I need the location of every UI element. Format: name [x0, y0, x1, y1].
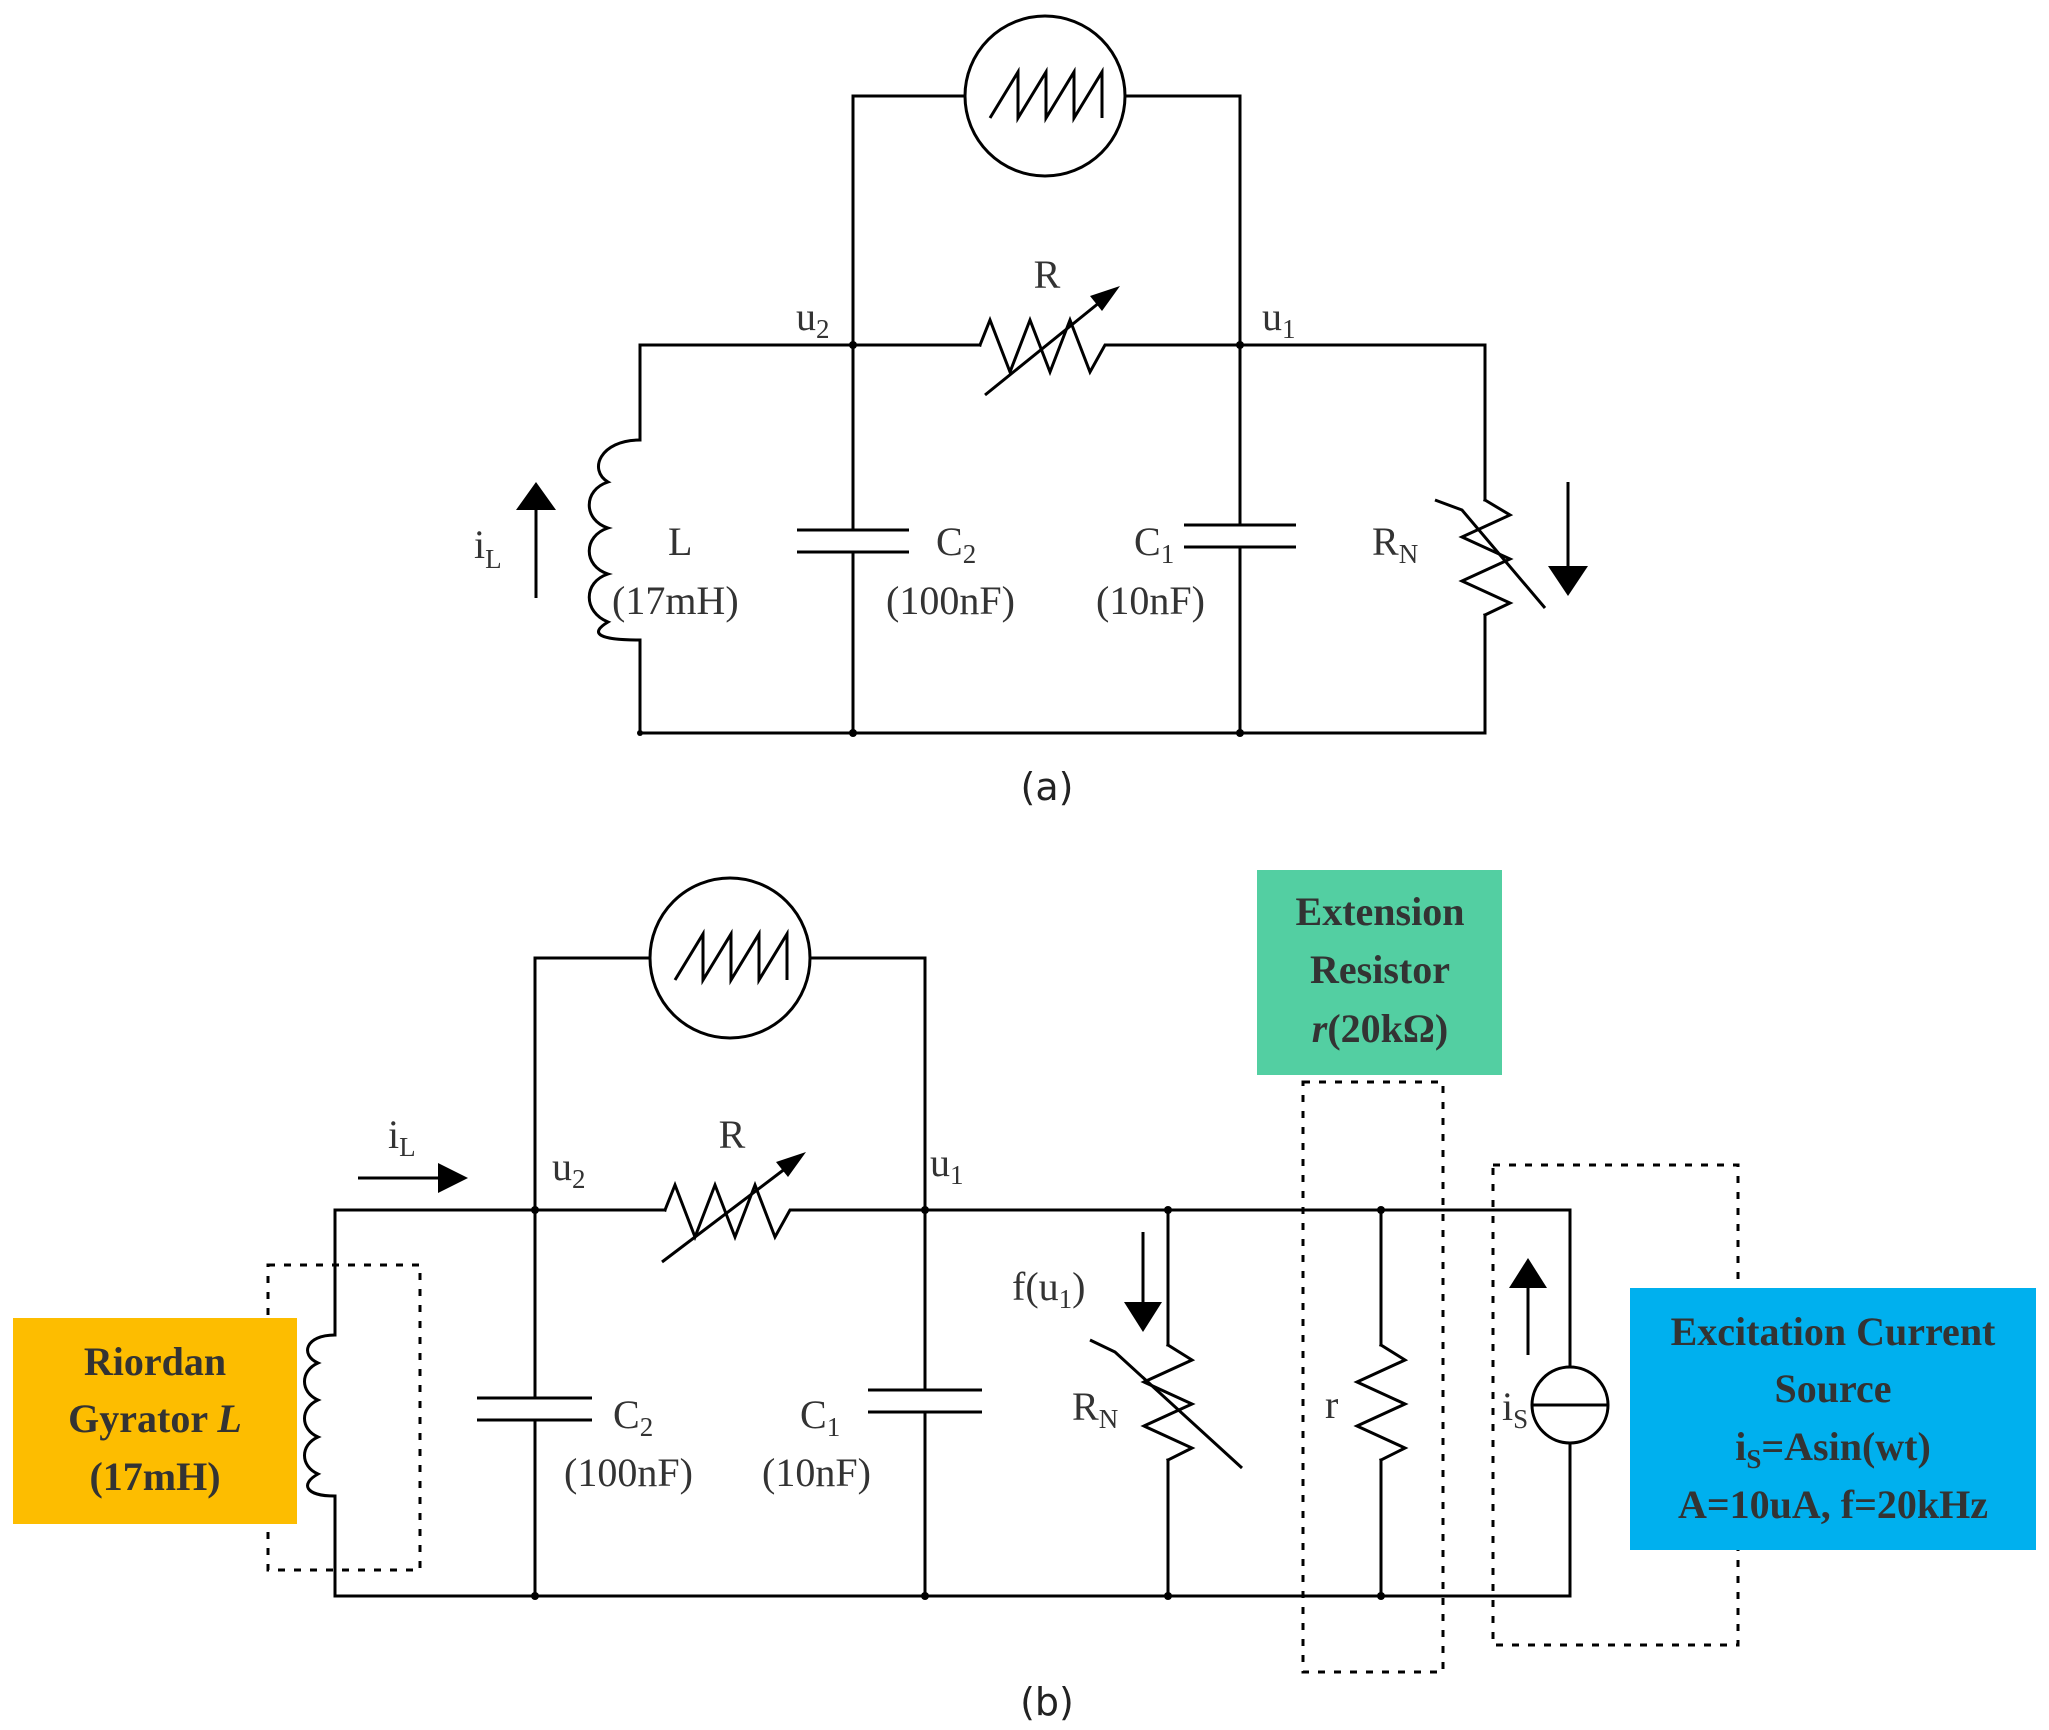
label-C2-value-b: (100nF) [564, 1450, 693, 1495]
riordan-line3: (17mH) [89, 1454, 220, 1499]
label-RN-b: RN [1072, 1384, 1118, 1434]
junction-bottom-4-b [1377, 1592, 1385, 1600]
variable-arrow-R-b [661, 1163, 791, 1264]
resistor-R-b [663, 1180, 802, 1242]
label-u2-a: u2 [796, 294, 830, 344]
label-is-b: iS [1502, 1384, 1528, 1434]
meter-wire-right-a [1123, 94, 1242, 347]
label-u1-a: u1 [1262, 294, 1296, 344]
label-C1-a: C1 [1134, 519, 1174, 569]
junction-bottom-1-a [849, 729, 857, 737]
junction-bottom-3-b [1164, 1592, 1172, 1600]
junction-u2-b [531, 1206, 539, 1214]
excitation-source-box: Excitation Current Source iS=Asin(wt) A=… [1630, 1288, 2036, 1550]
excitation-line3: iS=Asin(wt) [1735, 1424, 1931, 1474]
meter-wire-left-b [533, 956, 652, 1212]
caption-b: (b) [1020, 1680, 1074, 1724]
label-C2-a: C2 [936, 519, 976, 569]
iL-arrowhead-b [438, 1163, 468, 1193]
junction-u2-a [849, 341, 857, 349]
resistor-RN-a [1458, 497, 1514, 618]
label-C2-b: C2 [613, 1392, 653, 1442]
label-L-value-a: (17mH) [612, 578, 739, 623]
inductor-coil-a [587, 438, 642, 642]
junction-bottom-2-a [1236, 729, 1244, 737]
sawtooth-meter-b [648, 876, 812, 1040]
label-iL-b: iL [388, 1112, 416, 1162]
label-u2-b: u2 [552, 1144, 586, 1194]
variable-arrowhead-R-b [776, 1152, 806, 1177]
junction-bottom-1-b [531, 1592, 539, 1600]
excitation-line2: Source [1774, 1366, 1891, 1411]
meter-wire-right-b [808, 956, 927, 1212]
extension-line1: Extension [1296, 889, 1465, 934]
sawtooth-meter-a [963, 14, 1127, 178]
label-C2-value-a: (100nF) [886, 578, 1015, 623]
riordan-line2: Gyrator L [68, 1396, 242, 1441]
junction-bottom-2-b [921, 1592, 929, 1600]
extension-line3: r(20kΩ) [1312, 1006, 1449, 1051]
sawtooth-icon [988, 66, 1104, 124]
figure-b: R u2 u1 iL C2 (100nF) C1 (10nF) f(u1) RN… [13, 870, 2036, 1724]
label-R-b: R [719, 1112, 746, 1157]
meter-circle-a [963, 14, 1127, 178]
rn-current-arrowhead-a [1548, 566, 1588, 596]
extension-dashed-box [1301, 1080, 1445, 1674]
riordan-line1: Riordan [84, 1339, 226, 1384]
figure-a: R u2 u1 iL L (17mH) C2 (100nF) C1 (10nF)… [474, 14, 1588, 809]
label-L-a: L [668, 519, 692, 564]
junction-u1-b [921, 1206, 929, 1214]
label-C1-value-b: (10nF) [762, 1450, 871, 1495]
rn-nonlinear-mark-a [1434, 498, 1547, 609]
extension-line2: Resistor [1310, 947, 1450, 992]
label-fu1-b: f(u1) [1012, 1264, 1085, 1314]
iL-arrowhead-a [516, 482, 556, 510]
label-iL-a: iL [474, 522, 502, 574]
fu1-arrowhead-b [1124, 1302, 1162, 1332]
riordan-dashed-box [266, 1263, 422, 1572]
label-R-a: R [1034, 252, 1061, 297]
variable-arrow-R-a [984, 296, 1106, 397]
riordan-box-bg [13, 1318, 297, 1524]
label-RN-a: RN [1372, 519, 1418, 569]
meter-wire-left-a [851, 94, 967, 347]
is-arrowhead-b [1509, 1258, 1547, 1288]
sawtooth-icon [673, 928, 789, 986]
label-C1-value-a: (10nF) [1096, 578, 1205, 623]
label-C1-b: C1 [800, 1392, 840, 1442]
resistor-RN-b [1140, 1342, 1196, 1463]
excitation-box-bg [1630, 1288, 2036, 1550]
riordan-gyrator-box: Riordan Gyrator L (17mH) [13, 1318, 297, 1524]
excitation-line4: A=10uA, f=20kHz [1678, 1482, 1988, 1527]
junction-bottom-0-a [637, 730, 643, 736]
resistor-R-a [978, 315, 1117, 377]
inductor-coil-b [303, 1333, 337, 1498]
junction-r-top-b [1377, 1206, 1385, 1214]
junction-u1-a [1236, 341, 1244, 349]
variable-arrowhead-R-a [1090, 286, 1120, 311]
rn-nonlinear-mark-b [1089, 1338, 1244, 1470]
label-r-b: r [1325, 1382, 1338, 1427]
extension-resistor-box: Extension Resistor r(20kΩ) [1257, 870, 1502, 1075]
extension-box-bg [1257, 870, 1502, 1075]
resistor-r-b [1353, 1342, 1409, 1463]
label-u1-b: u1 [930, 1140, 964, 1190]
meter-circle-b [648, 876, 812, 1040]
caption-a: (a) [1021, 765, 1074, 809]
junction-rn-top-b [1164, 1206, 1172, 1214]
excitation-line1: Excitation Current [1671, 1309, 1996, 1354]
